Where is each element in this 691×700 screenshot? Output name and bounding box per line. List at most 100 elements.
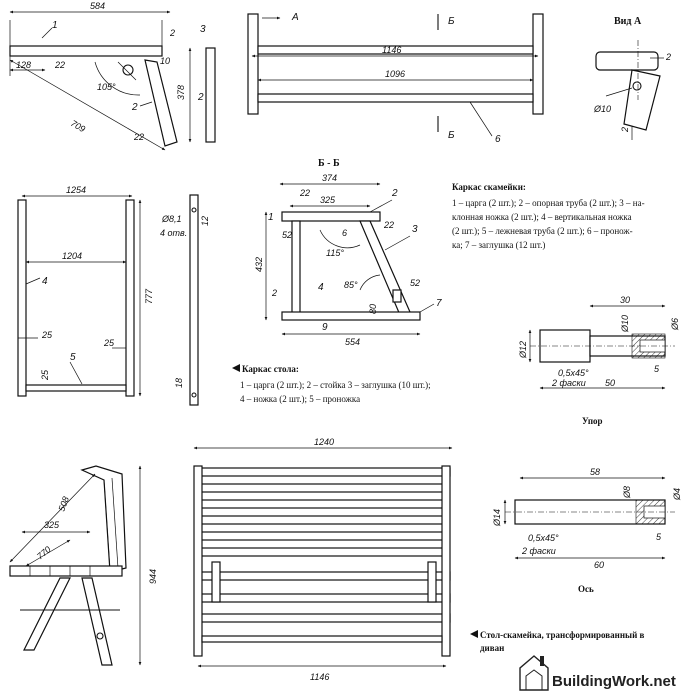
axis-dim-60: 60 [594,560,604,570]
dim-432: 432 [254,257,264,272]
dim-52-top: 52 [282,230,292,240]
axis-title: Ось [578,584,594,594]
axis-dim-58: 58 [590,467,600,477]
dim-709: 709 [69,118,87,134]
table-frame-caption: Каркас стола: 1 – царга (2 шт.); 2 – сто… [232,364,431,404]
stop-dim-5: 5 [654,364,660,374]
watermark-text: BuildingWork.net [552,673,676,690]
stop-dim-30: 30 [620,295,630,305]
axis-dim-d4: Ø4 [672,488,682,501]
dim-52-right: 52 [410,278,420,288]
section-dim-22-top: 22 [299,188,310,198]
stop-dim-d10: Ø10 [620,315,630,333]
dim-25-left: 25 [41,330,53,340]
dim-554: 554 [345,337,360,347]
view-a-d10: Ø10 [593,104,611,114]
bench-caption-title: Каркас скамейки: [452,182,526,192]
bench-side-view: 508 325 770 944 [9,465,158,666]
house-icon [525,669,543,690]
stop-dim-d6: Ø6 [670,318,680,331]
side-dim-325: 325 [44,520,60,530]
stop-chamfer-note: 2 фаски [551,378,586,388]
section-dim-2: 2 [271,288,277,298]
dim-1254: 1254 [66,185,86,195]
dim-378: 378 [176,85,186,100]
sofa-front-view: 1240 1146 [193,437,453,682]
dim-12: 12 [200,216,210,226]
sofa-dim-1146: 1146 [310,672,329,682]
dim-2-top: 2 [169,28,175,38]
axis-part: 58 Ø8 Ø4 Ø14 0,5x45° 2 фаски 60 5 Ось [492,467,682,594]
dim-25-bottom: 25 [40,369,50,381]
hole-count: 4 отв. [160,228,187,238]
section-callout-3: 3 [412,224,418,235]
section-callout-4: 4 [318,282,324,293]
stop-dim-50: 50 [605,378,615,388]
stop-part: 30 Ø10 Ø6 Ø12 0,5x45° 2 фаски 50 5 Упор [518,295,680,426]
view-a-dim-2-top: 2 [665,52,671,62]
dim-1146: 1146 [382,45,401,55]
sofa-dim-1240: 1240 [314,437,334,447]
table-caption-line-1: 1 – царга (2 шт.); 2 – стойка 3 – заглуш… [240,380,431,390]
view-a: Вид А Ø10 2 2 [593,16,671,140]
arrow-a: А [291,12,299,23]
section-callout-9: 9 [322,322,328,333]
section-title: Б - Б [318,158,340,169]
dim-777: 777 [144,288,154,304]
bench-side-frame: 584 128 22 2 10 105° 709 22 1 2 [9,1,178,151]
axis-dim-d14: Ø14 [492,509,502,527]
axis-dim-5: 5 [656,532,662,542]
bench-frame-caption: Каркас скамейки: 1 – царга (2 шт.); 2 – … [452,182,645,250]
sofa-caption: Стол-скамейка, трансформированный в дива… [470,630,644,653]
dim-22-top: 22 [54,60,65,70]
callout-1: 1 [52,20,58,31]
footbar-view: А Б Б 1146 1096 6 [247,12,544,145]
callout-2-side: 2 [197,92,204,103]
dim-584: 584 [90,1,105,11]
arrow-b-bottom: Б [448,130,455,141]
section-dim-22-right: 22 [383,220,394,230]
section-b-b: Б - Б 3 7 4 22 325 2 1 22 52 6 432 115° 85… [254,158,442,347]
bench-caption-line-3: (2 шт.); 5 – лежневая труба (2 шт.); 6 –… [452,226,633,236]
angle-115: 115° [326,248,344,258]
section-callout-2: 2 [391,188,398,199]
table-frame: 1254 1204 777 4 25 25 25 5 Ø8,1 4 отв. 1… [17,185,210,406]
angle-105: 105° [97,82,116,92]
stop-title: Упор [582,416,603,426]
sofa-caption-line-1: Стол-скамейка, трансформированный в [480,630,644,640]
table-caption-line-2: 4 – ножка (2 шт.); 5 – проножка [240,394,360,404]
callout-2: 2 [131,102,138,113]
sofa-caption-line-2: диван [480,643,504,653]
bench-post-side: 378 3 2 [176,24,216,143]
table-callout-5: 5 [70,352,76,363]
dim-25-right: 25 [103,338,115,348]
dim-22-bottom: 22 [133,132,144,142]
dim-1204: 1204 [62,251,82,261]
axis-dim-d8: Ø8 [622,486,632,499]
hole-diameter: Ø8,1 [161,214,182,224]
side-dim-944: 944 [148,569,158,584]
side-dim-508: 508 [56,495,71,513]
section-callout-7: 7 [436,298,442,309]
bench-caption-line-2: клонная ножка (2 шт.); 4 – вертикальная … [452,212,632,222]
dim-10: 10 [160,56,170,66]
bench-caption-line-1: 1 – царга (2 шт.); 2 – опорная труба (2 … [452,198,645,208]
buildingwork-logo: BuildingWork.net [519,655,676,691]
arrow-b-top: Б [448,16,455,27]
axis-chamfer: 0,5x45° [528,533,559,543]
angle-85: 85° [344,280,358,290]
view-a-title: Вид А [614,16,642,27]
stop-chamfer: 0,5x45° [558,368,589,378]
table-callout-4: 4 [42,276,48,287]
dim-1096: 1096 [385,69,405,79]
section-callout-1: 1 [268,212,274,223]
stop-dim-d12: Ø12 [518,341,528,359]
dim-6: 6 [342,228,347,238]
table-caption-title: Каркас стола: [242,364,299,374]
dim-325: 325 [320,195,336,205]
dim-18: 18 [174,378,184,388]
callout-6: 6 [495,134,501,145]
dim-80: 80 [368,304,378,314]
bench-caption-line-4: ка; 7 – заглушка (12 шт.) [452,240,545,250]
